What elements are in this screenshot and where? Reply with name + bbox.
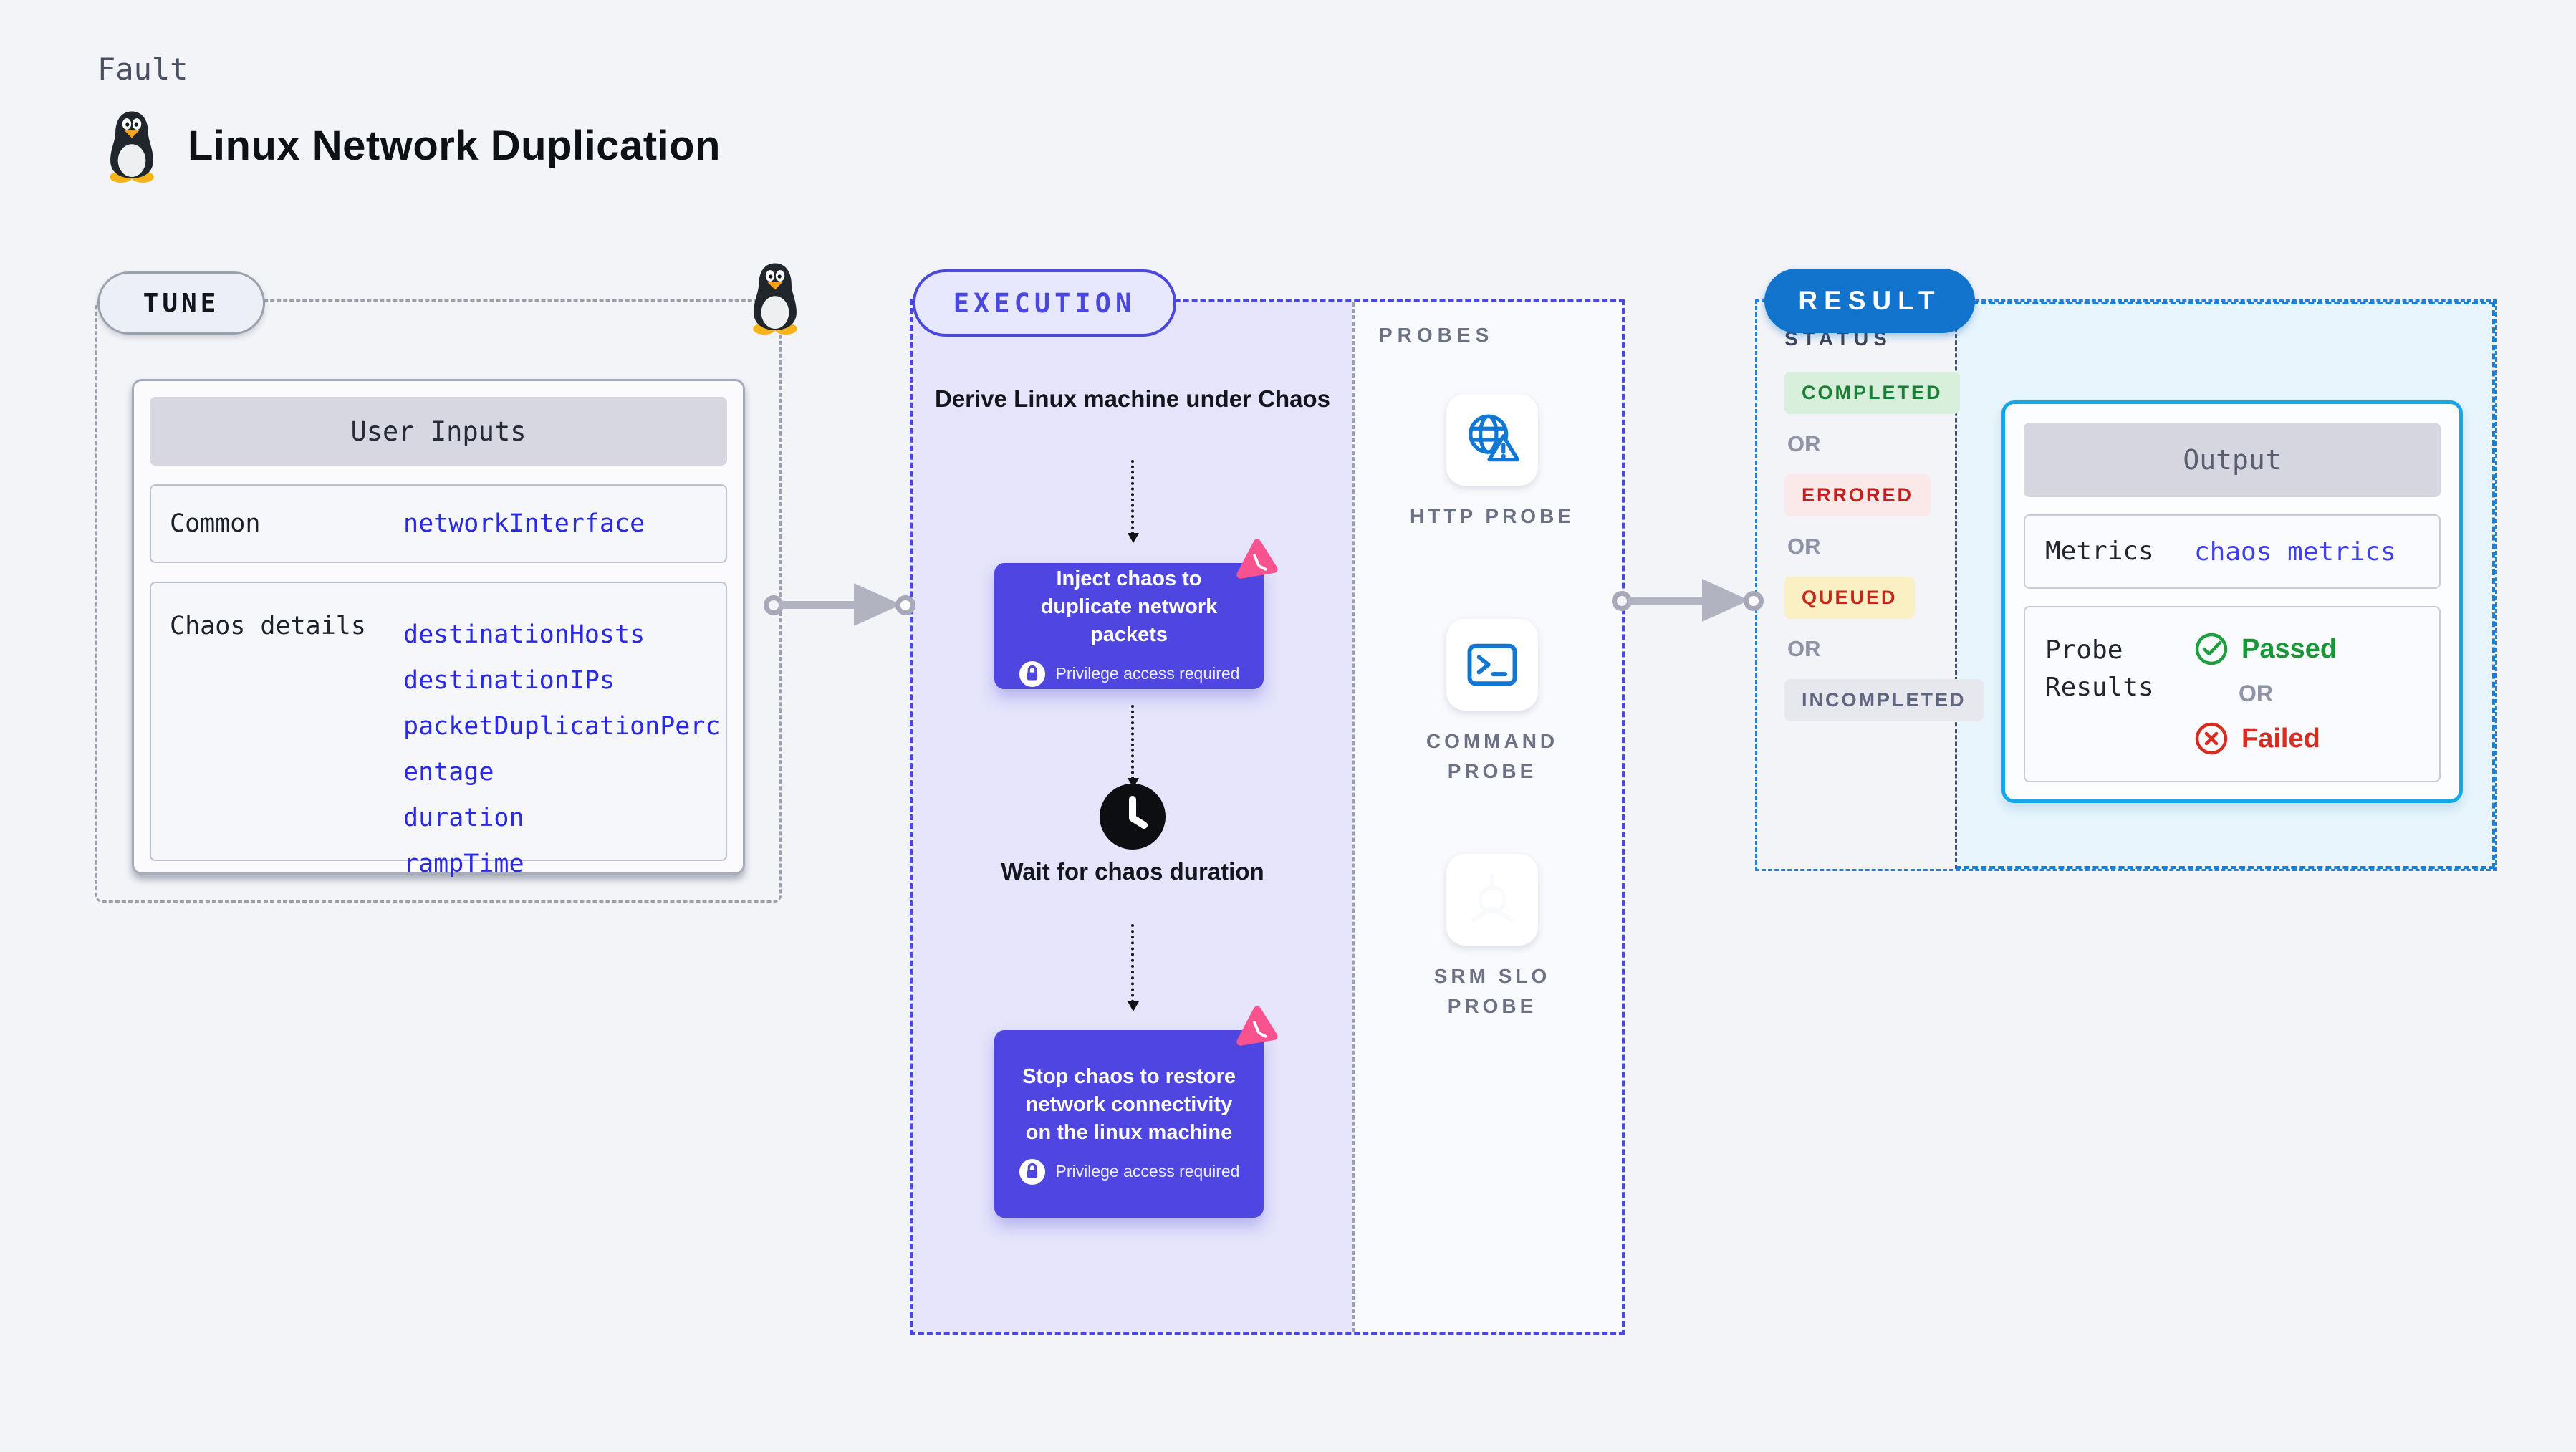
- status-badge: ERRORED: [1784, 474, 1931, 516]
- flow-connector-arrow: [1128, 705, 1139, 788]
- stop-chaos-step: Stop chaos to restore network connectivi…: [994, 1030, 1264, 1218]
- output-card: Output Metrics chaos metrics Probe Resul…: [2001, 400, 2463, 803]
- probes-title: PROBES: [1379, 324, 1494, 346]
- probe-results-values: Passed OR Failed: [2194, 632, 2337, 756]
- execution-to-result-arrow: [1612, 577, 1764, 623]
- command-probe-card: [1446, 619, 1538, 711]
- probe-item-command: COMMAND PROBE: [1355, 619, 1630, 787]
- tux-penguin-icon: [100, 107, 163, 183]
- status-badges: COMPLETED OR ERRORED OR QUEUED OR INCOMPLETED: [1784, 372, 1984, 721]
- result-section: Output Metrics chaos metrics Probe Resul…: [1755, 269, 2497, 871]
- status-badge: QUEUED: [1784, 577, 1915, 619]
- command-probe-label: COMMAND PROBE: [1426, 730, 1559, 782]
- chaos-detail-value: destinationIPs: [403, 666, 615, 695]
- chaos-detail-value: duration: [403, 804, 524, 832]
- chaos-detail-value: packetDuplicationPercentage: [403, 712, 721, 787]
- privilege-note: Privilege access required: [1013, 660, 1245, 688]
- or-label: OR: [1787, 431, 1821, 456]
- page-title: Linux Network Duplication: [188, 122, 721, 169]
- arrow-end-dot: [1744, 591, 1764, 611]
- probe-results-label: Probe Results: [2045, 635, 2154, 702]
- stop-step-text: Stop chaos to restore network connectivi…: [1022, 1064, 1236, 1144]
- srm-slo-probe-label: SRM SLO PROBE: [1433, 965, 1551, 1017]
- fault-eyebrow: Fault: [97, 52, 188, 87]
- result-badge: RESULT: [1764, 269, 1975, 333]
- derive-step-text: Derive Linux machine under Chaos: [935, 385, 1330, 412]
- privilege-note-text: Privilege access required: [1055, 664, 1240, 683]
- chaos-details-values: destinationHosts destinationIPs packetDupl…: [403, 612, 726, 887]
- failed-label: Failed: [2241, 723, 2320, 754]
- probes-panel: PROBES HTTP PROBE COMMAND PROBE SRM SLO …: [1352, 302, 1622, 1332]
- wait-step-text: Wait for chaos duration: [1001, 858, 1264, 885]
- tune-to-execution-arrow: [764, 582, 915, 628]
- execution-section: PROBES HTTP PROBE COMMAND PROBE SRM SLO …: [910, 269, 1625, 1335]
- slo-pie-check-icon: [1462, 870, 1522, 930]
- probe-results-row: Probe Results Passed OR Failed: [2024, 606, 2441, 782]
- metrics-value: chaos metrics: [2194, 537, 2396, 567]
- metrics-label: Metrics: [2045, 537, 2154, 566]
- wait-clock-icon: [1098, 782, 1167, 851]
- page-title-row: Linux Network Duplication: [100, 107, 721, 183]
- chaos-detail-value: rampTime: [403, 850, 524, 878]
- user-inputs-title: User Inputs: [150, 397, 727, 466]
- user-inputs-card: User Inputs Common networkInterface Chao…: [132, 379, 745, 878]
- or-label: OR: [1787, 636, 1821, 661]
- flow-connector-arrow: [1128, 460, 1139, 543]
- inject-step-text: Inject chaos to duplicate network packet…: [1040, 567, 1218, 646]
- http-probe-card: [1446, 394, 1538, 486]
- terminal-icon: [1462, 635, 1522, 695]
- passed-label: Passed: [2241, 633, 2337, 664]
- arrow-shaft: [779, 601, 858, 609]
- chaos-details-label: Chaos details: [170, 612, 366, 640]
- chaos-spark-icon: [1234, 1006, 1278, 1050]
- srm-slo-probe-card: [1446, 854, 1538, 946]
- probe-item-srm-slo: SRM SLO PROBE: [1355, 854, 1630, 1021]
- check-circle-icon: [2194, 632, 2229, 666]
- result-output-area: Output Metrics chaos metrics Probe Resul…: [1955, 302, 2495, 869]
- chaos-details-row: Chaos details destinationHosts destinatio…: [150, 582, 727, 878]
- or-label: OR: [1787, 534, 1821, 559]
- privilege-note: Privilege access required: [1013, 1158, 1245, 1186]
- http-probe-label: HTTP PROBE: [1410, 505, 1575, 527]
- globe-warning-icon: [1462, 410, 1522, 470]
- privilege-note-text: Privilege access required: [1055, 1162, 1240, 1181]
- status-badge: INCOMPLETED: [1784, 679, 1984, 721]
- chaos-spark-icon: [1234, 539, 1278, 583]
- arrow-head: [854, 583, 901, 626]
- common-row-value: networkInterface: [403, 509, 645, 538]
- metrics-row: Metrics chaos metrics: [2024, 514, 2441, 589]
- common-inputs-row: Common networkInterface: [150, 484, 727, 563]
- output-title: Output: [2024, 423, 2441, 497]
- inject-chaos-step: Inject chaos to duplicate network packet…: [994, 563, 1264, 689]
- tune-section: TUNE User Inputs Common networkInterface…: [95, 271, 782, 903]
- flow-connector-arrow: [1128, 924, 1139, 1011]
- or-label: OR: [2239, 681, 2273, 706]
- failed-line: Failed: [2194, 721, 2337, 756]
- arrow-end-dot: [895, 595, 915, 615]
- arrow-head: [1702, 579, 1749, 622]
- execution-badge: EXECUTION: [913, 269, 1176, 337]
- chaos-detail-value: destinationHosts: [403, 620, 645, 649]
- common-row-label: Common: [170, 509, 261, 538]
- status-badge: COMPLETED: [1784, 372, 1960, 414]
- arrow-shaft: [1628, 597, 1706, 605]
- tune-badge: TUNE: [97, 271, 265, 335]
- lock-icon: [1019, 660, 1046, 688]
- probe-item-http: HTTP PROBE: [1355, 394, 1630, 532]
- x-circle-icon: [2194, 721, 2229, 756]
- lock-icon: [1019, 1158, 1046, 1186]
- tux-penguin-icon: [744, 259, 807, 335]
- passed-line: Passed: [2194, 632, 2337, 666]
